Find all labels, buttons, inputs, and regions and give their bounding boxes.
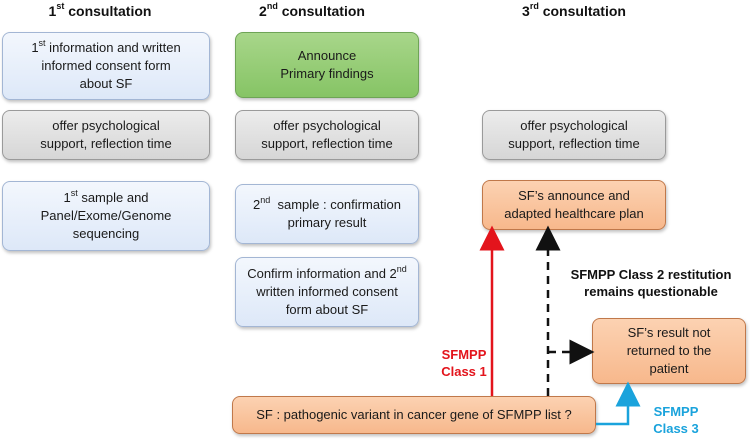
- not-returned-line-3: patient: [649, 361, 689, 376]
- header-1-text: consultation: [64, 3, 152, 19]
- header-2-text: consultation: [277, 3, 365, 19]
- class3-label-line-1: SFMPP: [653, 404, 699, 419]
- bottom-question-text: SF : pathogenic variant in cancer gene o…: [256, 407, 572, 422]
- label-sfmpp-class-2: SFMPP Class 2 restitution remains questi…: [552, 266, 750, 300]
- box-psych-support-3: offer psychological support, reflection …: [482, 110, 666, 160]
- header-2-number: 2: [259, 3, 267, 19]
- header-1-ordinal: st: [56, 1, 65, 12]
- label-sfmpp-class-1: SFMPP Class 1: [434, 346, 494, 380]
- header-consultation-3: 3rd consultation: [484, 0, 664, 22]
- box-first-info-line-3: about SF: [79, 76, 133, 91]
- support-2-line-2: support, reflection time: [261, 136, 393, 151]
- support-1-line-1: offer psychological: [52, 118, 160, 133]
- box-sf-result-not-returned: SF’s result not returned to the patient: [592, 318, 746, 384]
- box-first-info-line-1: 1st information and written: [31, 37, 181, 55]
- announce-line-1: Announce: [297, 48, 357, 63]
- class3-label-line-2: Class 3: [653, 421, 699, 436]
- header-consultation-1: 1st consultation: [10, 0, 190, 22]
- support-3-line-2: support, reflection time: [508, 136, 640, 151]
- first-sample-line-2: Panel/Exome/Genome: [40, 208, 172, 223]
- box-sf-pathogenic-variant-question: SF : pathogenic variant in cancer gene o…: [232, 396, 596, 434]
- box-confirm-information-consent: Confirm information and 2nd written info…: [235, 257, 419, 327]
- box-sf-announce-healthcare-plan: SF’s announce and adapted healthcare pla…: [482, 180, 666, 230]
- label-sfmpp-class-3: SFMPP Class 3: [640, 403, 712, 437]
- confirm-line-3: form about SF: [285, 302, 369, 317]
- class2-label-line-1: SFMPP Class 2 restitution: [570, 267, 732, 282]
- second-sample-line-1: 2nd sample : confirmation: [252, 194, 402, 212]
- box-first-sample-sequencing: 1st sample and Panel/Exome/Genome sequen…: [2, 181, 210, 251]
- not-returned-line-2: returned to the: [626, 343, 712, 358]
- support-2-line-1: offer psychological: [273, 118, 381, 133]
- header-3-number: 3: [522, 3, 530, 19]
- box-announce-primary-findings: Announce Primary findings: [235, 32, 419, 98]
- first-sample-line-3: sequencing: [72, 226, 140, 241]
- box-psych-support-1: offer psychological support, reflection …: [2, 110, 210, 160]
- support-3-line-1: offer psychological: [520, 118, 628, 133]
- not-returned-line-1: SF’s result not: [627, 325, 711, 340]
- box-first-information-consent: 1st information and written informed con…: [2, 32, 210, 100]
- confirm-line-1: Confirm information and 2nd: [247, 263, 407, 281]
- header-3-ordinal: rd: [529, 1, 539, 12]
- second-sample-line-2: primary result: [287, 215, 367, 230]
- box-psych-support-2: offer psychological support, reflection …: [235, 110, 419, 160]
- sf-announce-line-1: SF’s announce and: [518, 188, 630, 203]
- class3-arrow: [596, 381, 641, 426]
- class1-label-line-2: Class 1: [441, 364, 487, 379]
- box-second-sample-confirmation: 2nd sample : confirmation primary result: [235, 184, 419, 244]
- announce-line-2: Primary findings: [280, 66, 374, 81]
- header-1-number: 1: [48, 3, 57, 19]
- box-first-info-line-2: informed consent form: [41, 58, 171, 73]
- header-consultation-2: 2nd consultation: [222, 0, 402, 22]
- first-sample-line-1: 1st sample and: [63, 187, 149, 205]
- class1-label-line-1: SFMPP: [441, 347, 487, 362]
- sf-announce-line-2: adapted healthcare plan: [504, 206, 644, 221]
- header-2-ordinal: nd: [266, 1, 278, 12]
- class2-label-line-2: remains questionable: [584, 284, 718, 299]
- header-3-text: consultation: [538, 3, 626, 19]
- support-1-line-2: support, reflection time: [40, 136, 172, 151]
- confirm-line-2: written informed consent: [256, 284, 398, 299]
